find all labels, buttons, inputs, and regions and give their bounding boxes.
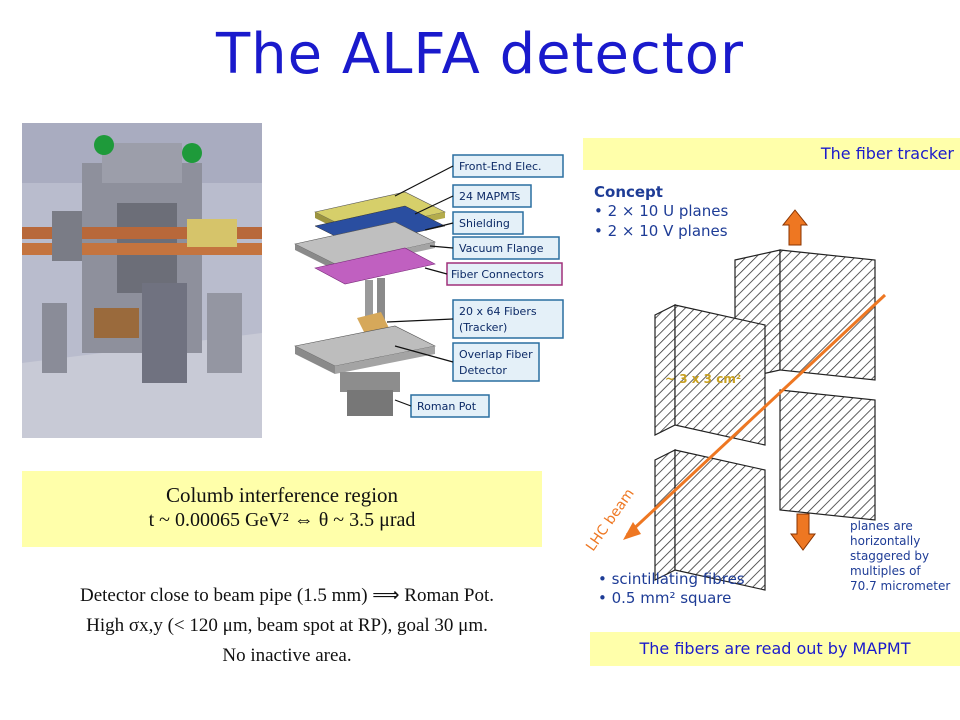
planes-note: planes are horizontally staggered by mul… [850, 519, 950, 594]
planes-note-line: staggered by [850, 549, 930, 563]
label-detector: Detector [459, 364, 507, 377]
fiber-property-2: • 0.5 mm² square [598, 589, 732, 607]
coulomb-callout: Columb interference region t ~ 0.00065 G… [22, 471, 542, 547]
fiber-property-1: • scintillating fibres [598, 570, 745, 588]
label-vacuum-flange: Vacuum Flange [459, 242, 544, 255]
beam-label: LHC beam [583, 486, 638, 554]
area-label: ~ 3 x 3 cm² [665, 372, 741, 386]
notes-block: Detector close to beam pipe (1.5 mm) ⟹ R… [22, 581, 552, 671]
label-fiber-connectors: Fiber Connectors [451, 268, 544, 281]
planes-note-line: planes are [850, 519, 913, 533]
label-front-end: Front-End Elec. [459, 160, 542, 173]
callout-line-1: Columb interference region [165, 483, 399, 507]
label-tracker: (Tracker) [459, 321, 507, 334]
note-line-3: No inactive area. [222, 645, 352, 666]
fiber-tracker-diagram: ~ 3 x 3 cm² LHC beam [583, 209, 887, 591]
label-mapmts: 24 MAPMTs [459, 190, 521, 203]
fiber-tracker-title: The fiber tracker [583, 138, 960, 170]
label-shielding: Shielding [459, 217, 510, 230]
fiber-tracker-footer: The fibers are read out by MAPMT [590, 632, 960, 666]
note-line-2: High σx,y (< 120 μm, beam spot at RP), g… [86, 615, 488, 636]
label-roman-pot: Roman Pot [417, 400, 477, 413]
fiber-properties: • scintillating fibres • 0.5 mm² square [598, 570, 745, 608]
planes-note-line: multiples of [850, 564, 921, 578]
detector-photo [22, 123, 262, 438]
planes-note-line: 70.7 micrometer [850, 579, 951, 593]
concept-item-u: • 2 × 10 U planes [594, 202, 729, 220]
label-fibers: 20 x 64 Fibers [459, 305, 537, 318]
concept-block: Concept • 2 × 10 U planes • 2 × 10 V pla… [594, 183, 728, 241]
note-line-1: Detector close to beam pipe (1.5 mm) ⟹ R… [79, 585, 494, 606]
callout-line-2: t ~ 0.00065 GeV² ⇔ θ ~ 3.5 μrad [148, 509, 416, 531]
concept-item-v: • 2 × 10 V planes [594, 222, 728, 240]
label-overlap-fiber: Overlap Fiber [459, 348, 533, 361]
planes-note-line: horizontally [850, 534, 921, 548]
page-title: The ALFA detector [215, 22, 745, 87]
concept-heading: Concept [594, 183, 663, 201]
exploded-view-diagram: Front-End Elec. 24 MAPMTs Shielding Vacu… [294, 154, 564, 418]
